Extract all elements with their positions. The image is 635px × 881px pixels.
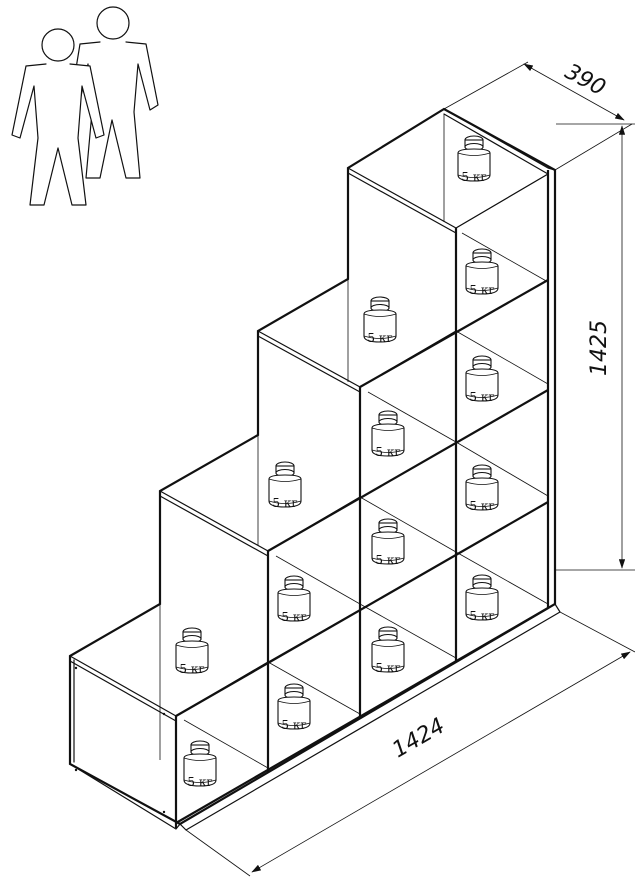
svg-text:5 кг: 5 кг	[187, 775, 212, 789]
weight-icon: 5 кг	[371, 410, 405, 459]
weights: 5 кг 5 кг 5 кг 5 кг 5 кг 5 кг 5 кг 5 кг …	[175, 135, 499, 789]
svg-text:5 кг: 5 кг	[469, 390, 494, 404]
weight-icon: 5 кг	[277, 575, 311, 624]
svg-text:5 кг: 5 кг	[281, 610, 306, 624]
svg-text:5 кг: 5 кг	[469, 609, 494, 623]
dimension-width: 1424	[185, 611, 635, 877]
weight-icon: 5 кг	[371, 518, 405, 567]
svg-text:5 кг: 5 кг	[375, 445, 400, 459]
weight-icon: 5 кг	[465, 355, 499, 404]
svg-text:5 кг: 5 кг	[375, 661, 400, 675]
svg-text:5 кг: 5 кг	[272, 496, 297, 510]
svg-text:5 кг: 5 кг	[469, 283, 494, 297]
weight-icon: 5 кг	[371, 626, 405, 675]
height-label: 1425	[587, 320, 612, 376]
weight-icon: 5 кг	[277, 683, 311, 732]
svg-text:5 кг: 5 кг	[281, 718, 306, 732]
svg-text:5 кг: 5 кг	[367, 331, 392, 345]
svg-text:5 кг: 5 кг	[375, 553, 400, 567]
weight-icon: 5 кг	[268, 461, 302, 510]
weight-icon: 5 кг	[175, 627, 209, 676]
weight-icon: 5 кг	[465, 464, 499, 513]
weight-icon: 5 кг	[465, 574, 499, 623]
dimension-height: 1425	[556, 123, 635, 571]
width-label: 1424	[388, 714, 449, 764]
svg-text:5 кг: 5 кг	[469, 499, 494, 513]
staircase-shelf	[68, 107, 561, 831]
svg-text:5 кг: 5 кг	[461, 170, 486, 184]
depth-label: 390	[561, 59, 610, 101]
weight-icon: 5 кг	[457, 135, 491, 184]
svg-text:5 кг: 5 кг	[179, 662, 204, 676]
weight-icon: 5 кг	[465, 248, 499, 297]
weight-icon: 5 кг	[363, 296, 397, 345]
two-people-icon	[11, 6, 159, 206]
weight-icon: 5 кг	[183, 740, 217, 789]
